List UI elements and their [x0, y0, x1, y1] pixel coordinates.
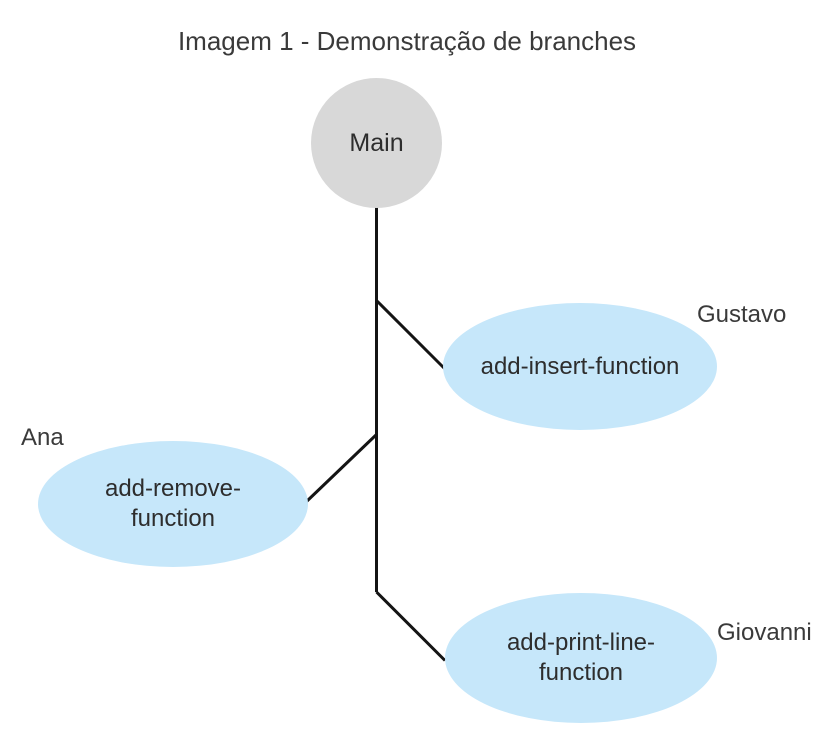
- owner-label-ana: Ana: [21, 424, 64, 451]
- branch-label-line: add-print-line-: [506, 629, 656, 656]
- diagram-title: Imagem 1 - Demonstração de branches: [177, 26, 637, 56]
- branch-node-add-print-line-function: add-print-line- function: [445, 593, 717, 723]
- owner-label-gustavo: Gustavo: [697, 301, 787, 328]
- branch-line-add-print-line-function: [375, 590, 447, 662]
- branch-label-line: function: [130, 505, 216, 532]
- branch-node-add-insert-function: add-insert-function: [443, 303, 717, 430]
- branch-label-line: add-remove-: [104, 475, 242, 502]
- branch-line-add-remove-function: [304, 433, 378, 504]
- owner-label-giovanni: Giovanni: [717, 619, 812, 646]
- branch-label-line: add-insert-function: [480, 352, 680, 380]
- main-branch-label: Main: [349, 129, 404, 157]
- branch-label-line: function: [538, 659, 624, 686]
- branch-node-add-remove-function: add-remove- function: [38, 441, 308, 567]
- branch-line-add-insert-function: [375, 299, 447, 371]
- main-branch-node: Main: [311, 78, 442, 208]
